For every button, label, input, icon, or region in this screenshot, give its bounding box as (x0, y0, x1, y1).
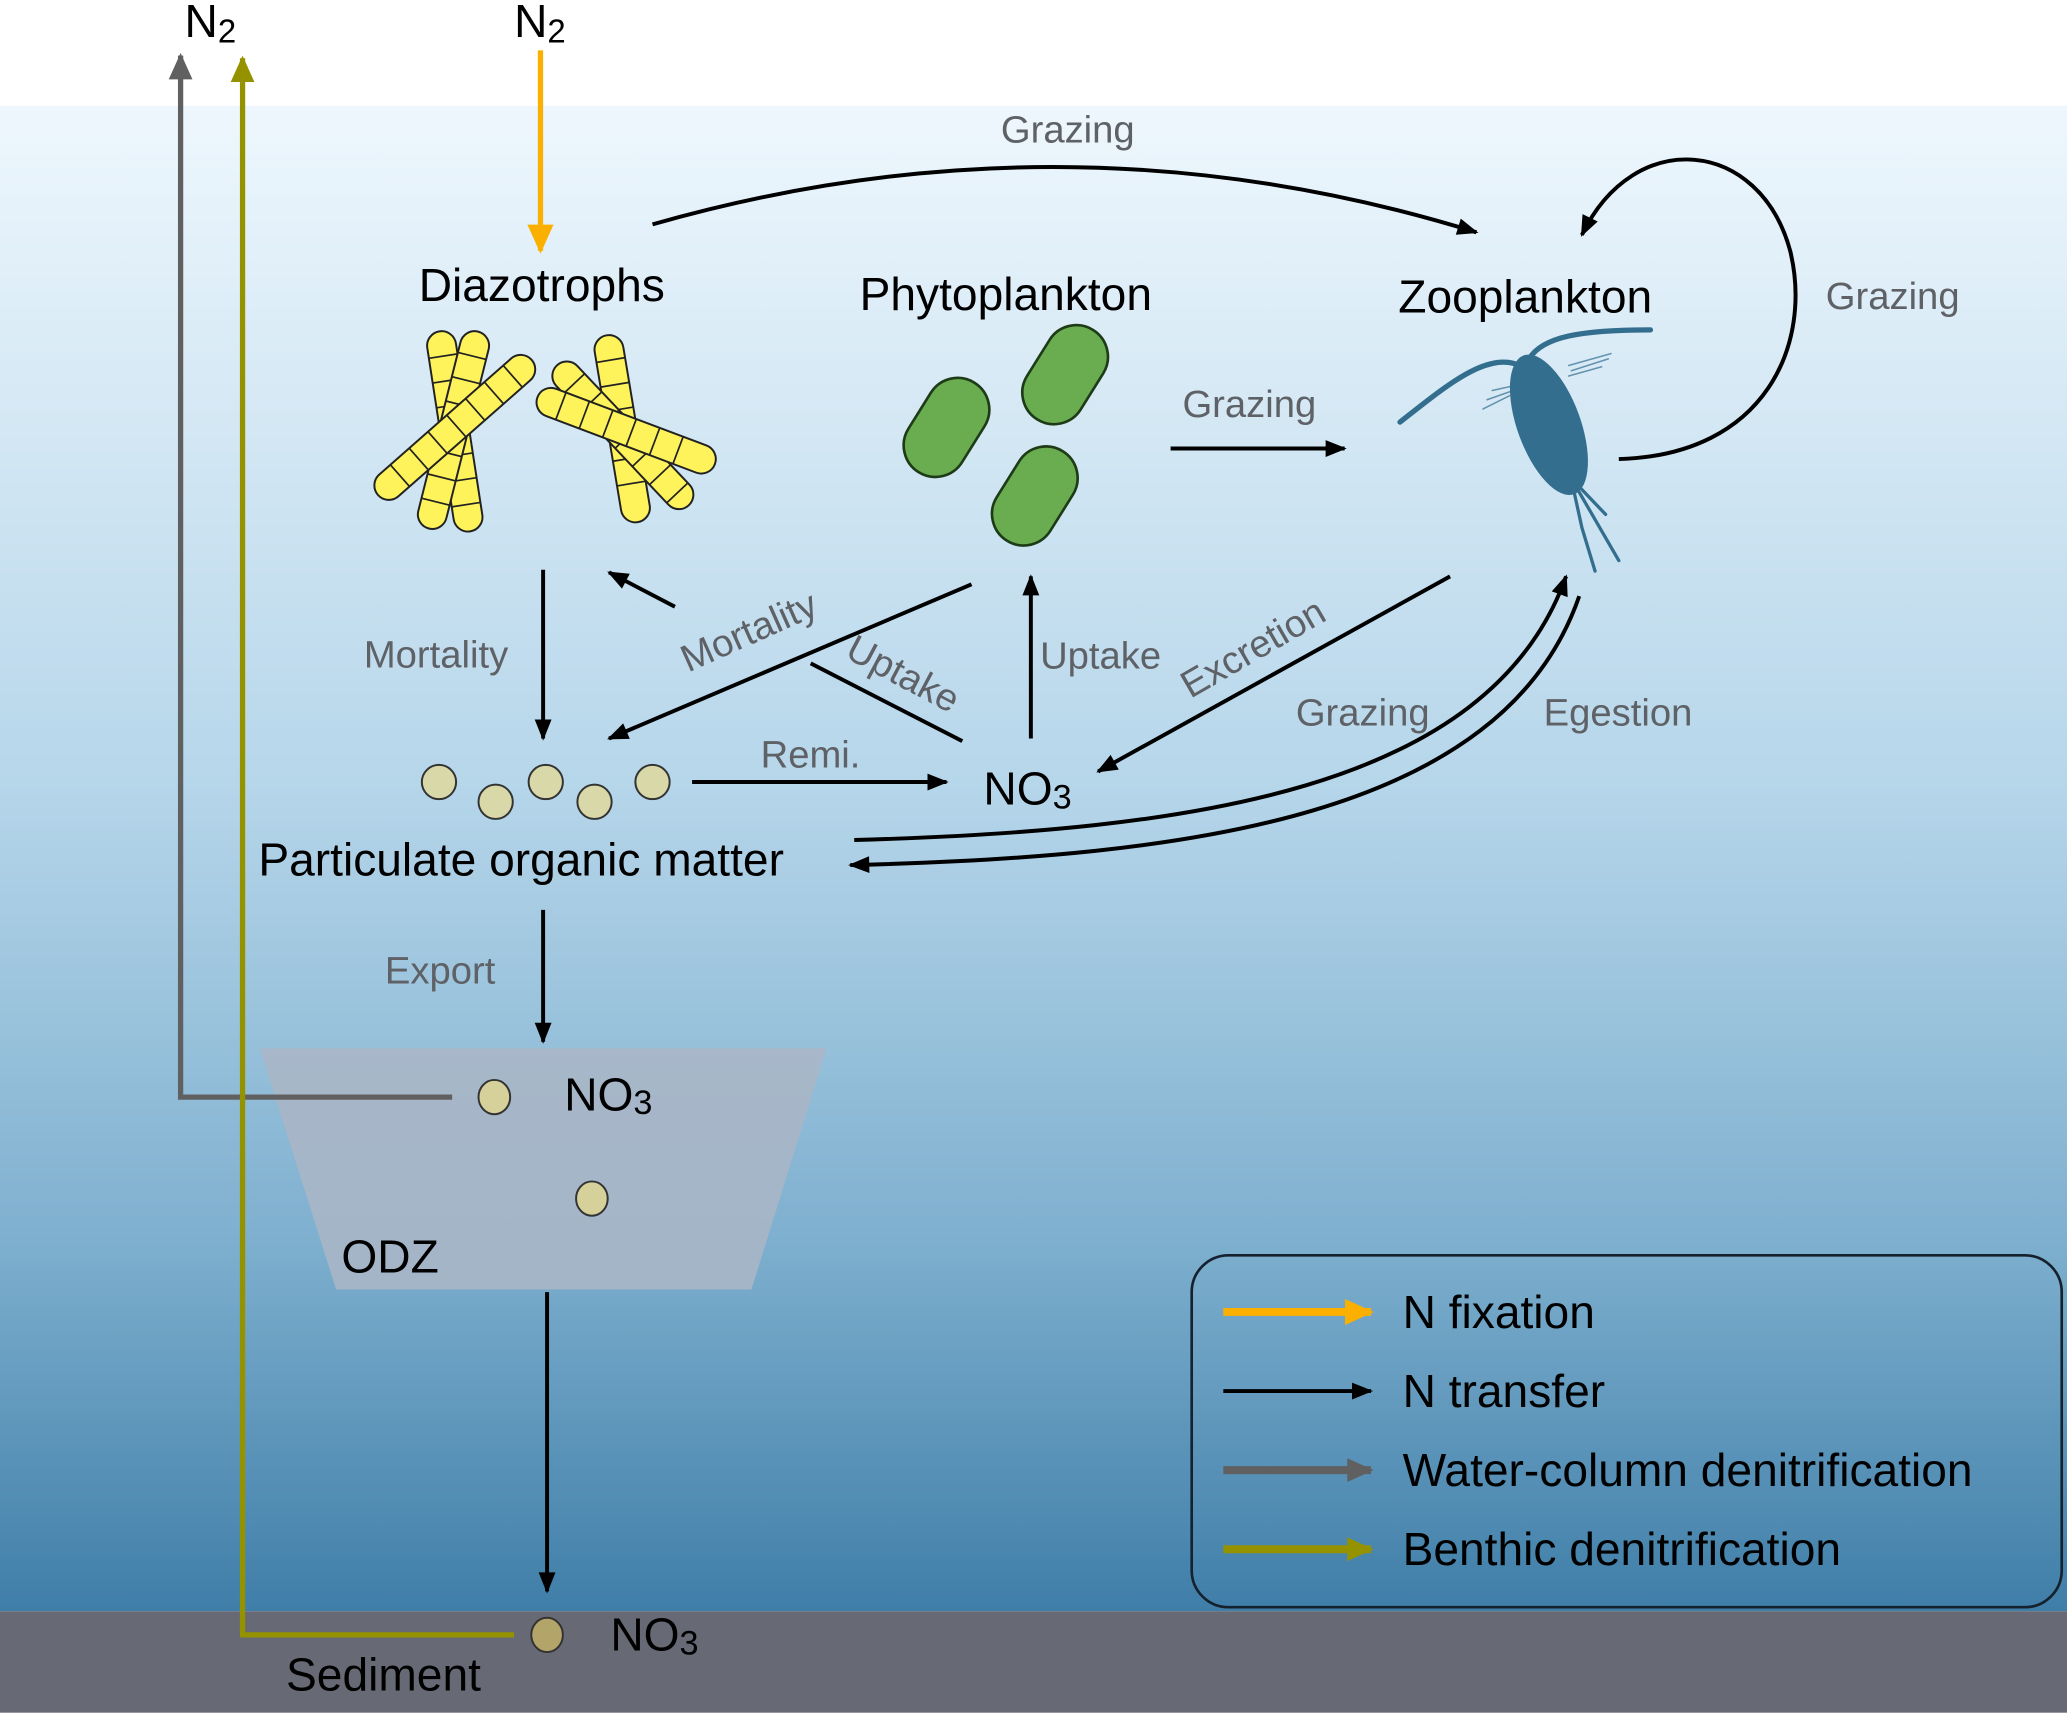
sediment-label: Sediment (286, 1648, 481, 1700)
legend-label: N fixation (1403, 1286, 1595, 1338)
n2-left-label: N2 (185, 0, 237, 49)
egestion-arrow (848, 595, 1582, 874)
diazotroph-filament (373, 353, 537, 501)
uptake-diazotrophs-line (809, 661, 964, 743)
zooplankton-label: Zooplankton (1398, 271, 1652, 323)
phytoplankton-cells-icon (902, 323, 1110, 547)
grazing-phyto-label: Grazing (1182, 383, 1316, 426)
legend-label: N transfer (1403, 1365, 1605, 1417)
legend-item: N fixation (1223, 1286, 1595, 1338)
sky (0, 0, 2067, 106)
uptake-diazotrophs-arrowhead (607, 570, 676, 609)
diazotroph-filament (535, 386, 717, 475)
legend-label: Benthic denitrification (1403, 1523, 1841, 1575)
odz-zone (259, 1048, 827, 1290)
grazing-pom-label: Grazing (1296, 691, 1430, 734)
grazing-top-label: Grazing (1001, 109, 1135, 152)
no3-surface-label: NO3 (983, 762, 1071, 816)
odz-label: ODZ (341, 1230, 438, 1282)
no3-sediment-label: NO3 (610, 1609, 698, 1663)
egestion-label: Egestion (1544, 691, 1693, 734)
mortality-phytoplankton-arrow (607, 582, 973, 741)
no3-odz-label: NO3 (564, 1068, 652, 1122)
legend-item: Water-column denitrification (1223, 1444, 1973, 1496)
diazotrophs-label: Diazotrophs (419, 259, 665, 311)
pom-label: Particulate organic matter (258, 834, 784, 886)
grazing-self-arrow (1580, 157, 1798, 462)
sediment-layer (0, 1611, 2067, 1713)
grazing-diazotrophs-arrow (651, 165, 1479, 235)
water-column-denitrification-arrow (168, 53, 453, 1100)
benthic-denitrification-arrow (230, 55, 515, 1638)
legend-item: Benthic denitrification (1223, 1523, 1841, 1575)
pom-particles (420, 763, 671, 820)
ocean-water (0, 105, 2067, 1612)
n-transfer-arrows (534, 157, 1798, 1594)
legend-item: N transfer (1223, 1365, 1605, 1417)
grazing-pom-arrow (854, 574, 1568, 842)
no3-particles (477, 1078, 609, 1654)
export-label: Export (385, 950, 496, 993)
legend-label: Water-column denitrification (1403, 1444, 1973, 1496)
uptake-phyto-label: Uptake (1040, 635, 1161, 678)
diazotroph-filaments-icon (373, 330, 717, 533)
remi-label: Remi. (761, 734, 861, 777)
grazing-self-label: Grazing (1826, 275, 1960, 318)
n2-center-label: N2 (514, 0, 566, 49)
zooplankton-copepod-icon (1397, 327, 1654, 573)
mortality-diaz-label: Mortality (364, 633, 509, 676)
phytoplankton-label: Phytoplankton (860, 268, 1152, 320)
excretion-arrow (1096, 574, 1452, 774)
